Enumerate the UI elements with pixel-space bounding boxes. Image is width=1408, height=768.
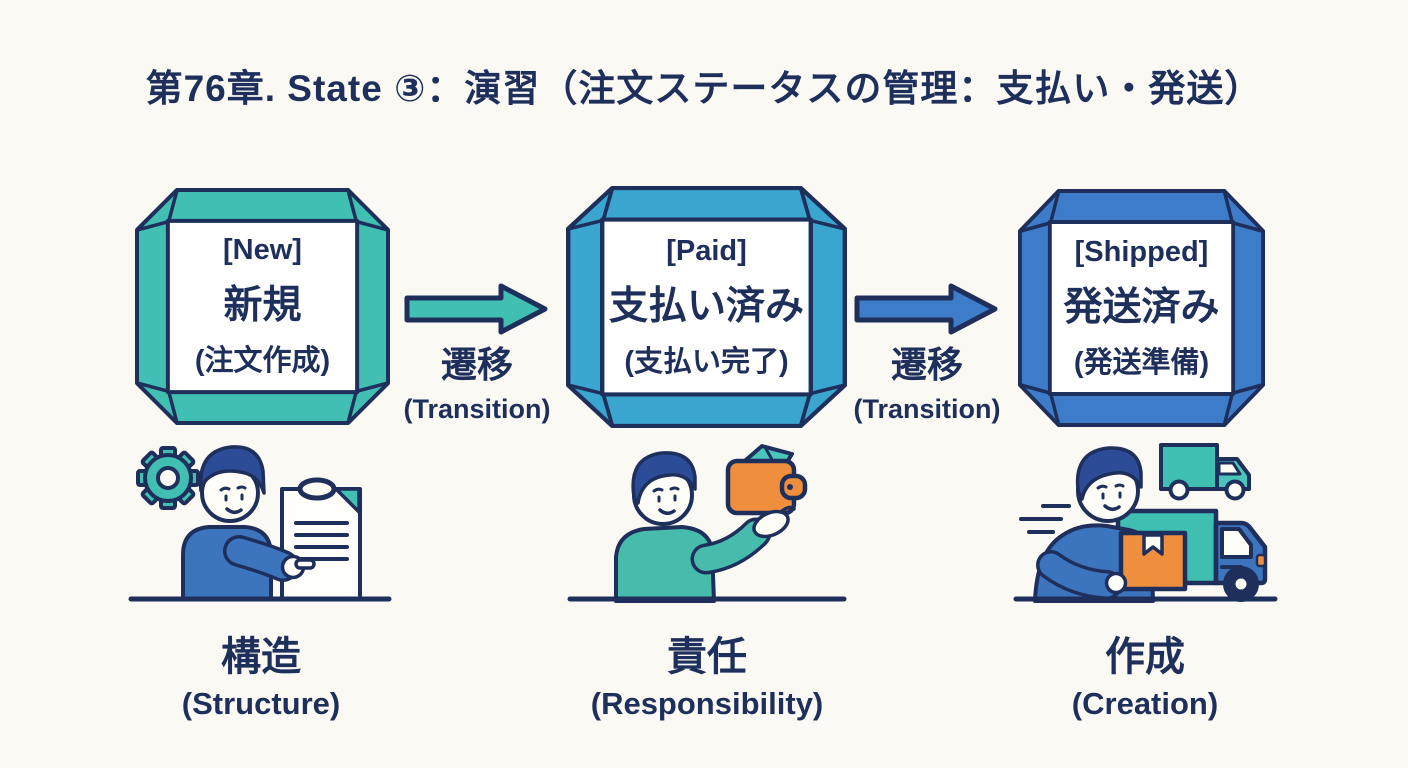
concept-label-creation: 作成 (Creation) xyxy=(1072,624,1218,722)
state-box-paid: [Paid] 支払い済み (支払い完了) xyxy=(566,186,847,428)
transition-kanji: 遷移 xyxy=(440,344,513,385)
state-frame-paid xyxy=(566,186,847,428)
package-icon xyxy=(1118,530,1188,592)
concept-en: (Creation) xyxy=(1071,686,1219,721)
transition-en: (Transition) xyxy=(853,394,1001,424)
responsibility-illustration xyxy=(567,444,847,603)
concept-en: (Responsibility) xyxy=(590,686,824,721)
open-palm-hand xyxy=(752,505,796,539)
concept-kanji: 作成 xyxy=(1104,635,1185,679)
concept-label-structure: 構造 (Structure) xyxy=(182,624,340,722)
state-code: [New] xyxy=(223,234,302,266)
concept-kanji: 構造 xyxy=(220,635,301,679)
document-icon xyxy=(280,477,362,601)
state-frame-shipped xyxy=(1018,189,1265,427)
concept-en: (Structure) xyxy=(181,686,341,721)
wallet-icon xyxy=(725,444,808,516)
structure-illustration xyxy=(128,445,392,602)
creation-illustration xyxy=(1013,443,1278,603)
person-icon xyxy=(614,451,796,603)
state-name: 発送済み xyxy=(1063,285,1220,329)
state-code: [Shipped] xyxy=(1074,235,1209,268)
state-code: [Paid] xyxy=(666,234,747,267)
gear-icon xyxy=(136,446,200,510)
state-box-shipped: [Shipped] 発送済み (発送準備) xyxy=(1018,189,1265,427)
page-title: 第76章. State ③：演習（注文ステータスの管理：支払い・発送） xyxy=(145,68,1263,109)
holding-hand xyxy=(1036,550,1128,600)
pointing-hand xyxy=(223,535,316,582)
state-name: 新規 xyxy=(223,284,302,327)
transition-label-2: 遷移 (Transition) xyxy=(854,336,1001,425)
state-frame-new xyxy=(135,188,390,425)
transition-kanji: 遷移 xyxy=(890,344,963,385)
state-note: (注文作成) xyxy=(194,345,331,377)
state-box-new: [New] 新規 (注文作成) xyxy=(135,188,390,425)
speed-lines xyxy=(1019,504,1071,534)
transition-en: (Transition) xyxy=(403,394,551,424)
state-note: (支払い完了) xyxy=(624,345,789,378)
concept-label-responsibility: 責任 (Responsibility) xyxy=(591,624,824,722)
state-note: (発送準備) xyxy=(1073,346,1210,379)
transition-arrow-2 xyxy=(854,283,998,335)
transition-label-1: 遷移 (Transition) xyxy=(404,336,551,425)
transition-arrow-1 xyxy=(404,283,548,335)
concept-kanji: 責任 xyxy=(666,635,747,679)
state-name: 支払い済み xyxy=(608,284,804,328)
small-truck-icon xyxy=(1159,443,1251,501)
